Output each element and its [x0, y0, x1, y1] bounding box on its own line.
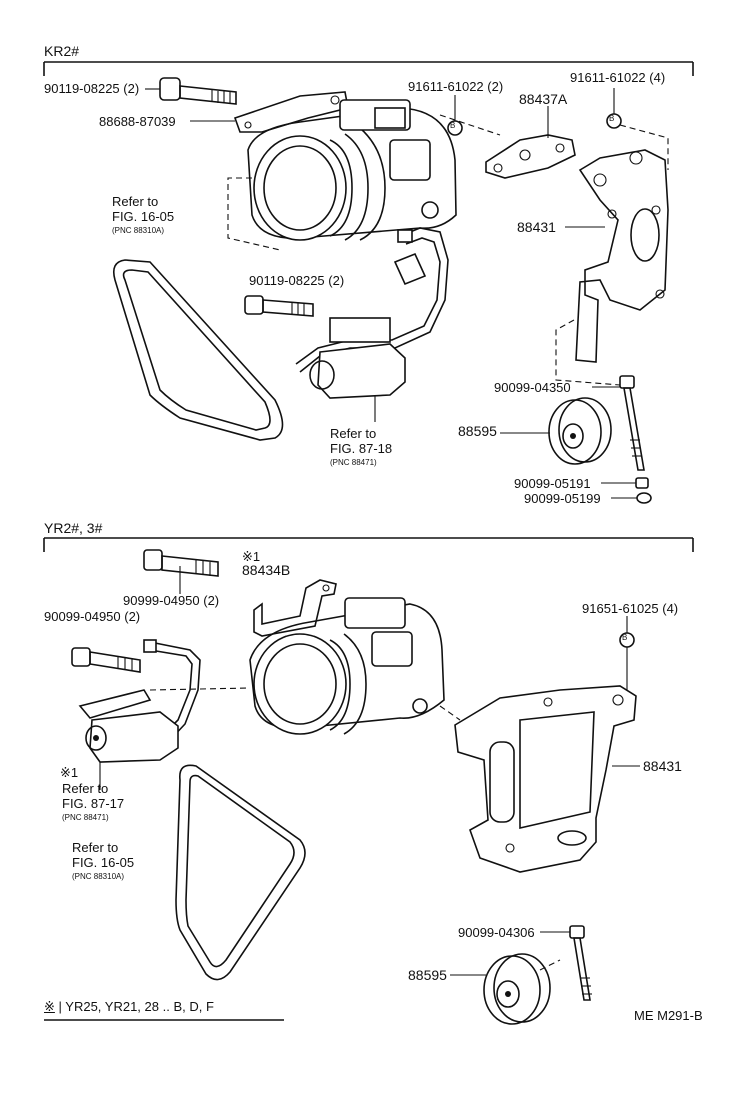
bracket-88688-87039: [233, 91, 349, 133]
idler-pulley-bottom: [483, 953, 551, 1025]
label-bracket-88431-top: 88431: [517, 219, 556, 235]
ref-hose-top: Refer to FIG. 87-18: [330, 426, 393, 456]
figure-code: ME M291-B: [634, 1008, 703, 1023]
bolt-90119-08225-top: [159, 77, 237, 105]
bolt-90099-04950: [71, 647, 141, 673]
b-marker-bottom-letter: B: [622, 633, 628, 642]
ac-hose-top: [295, 227, 449, 422]
asterisk-88434b: ※1: [242, 549, 261, 564]
ref-belt-bottom: Refer to FIG. 16-05: [72, 840, 135, 870]
ac-compressor-bottom: [249, 597, 445, 735]
label-washer-90099-05199: 90099-05199: [524, 491, 601, 506]
label-bolt-90999-04950: 90999-04950 (2): [123, 593, 220, 608]
footnote-underline: [44, 1019, 284, 1021]
pnc-belt-bottom: (PNC 88310A): [72, 872, 125, 881]
label-bracket-88431-bottom: 88431: [643, 758, 682, 774]
footnote-mark: ※: [44, 999, 55, 1014]
label-pulley-88595-top: 88595: [458, 423, 497, 439]
footnote-text: | YR25, YR21, 28 .. B, D, F: [58, 999, 214, 1014]
label-bolt-91611-61022-2: 91611-61022 (2): [408, 79, 504, 94]
b-marker-top-left-letter: B: [450, 121, 456, 130]
label-bracket-88434b: 88434B: [242, 562, 291, 578]
footnote: ※ | YR25, YR21, 28 .. B, D, F: [44, 999, 214, 1014]
bracket-88434b: [253, 579, 337, 637]
washer-90099-05199: [636, 492, 652, 504]
section-header-yr2-3: YR2#, 3#: [44, 520, 103, 536]
drive-belt-bottom: [175, 764, 306, 981]
drive-belt-top: [112, 259, 284, 441]
bracket-88431-top: [575, 149, 669, 363]
label-bolt-90119-08225-middle: 90119-08225 (2): [249, 273, 345, 288]
idler-pulley-top: [548, 397, 612, 465]
label-bracket-88437a: 88437A: [519, 91, 568, 107]
label-pulley-88595-bottom: 88595: [408, 967, 447, 983]
pnc-belt-top: (PNC 88310A): [112, 226, 165, 235]
bolt-90119-08225-middle: [244, 295, 314, 317]
label-bolt-90099-04306: 90099-04306: [458, 925, 535, 940]
label-bracket-88688-87039: 88688-87039: [99, 114, 176, 129]
b-marker-top-right-letter: B: [609, 114, 615, 123]
nut-90099-05191: [635, 477, 649, 489]
label-bolt-90119-08225-top: 90119-08225 (2): [44, 81, 140, 96]
bolt-90999-04950: [143, 549, 219, 577]
label-bolt-91611-61022-4: 91611-61022 (4): [570, 70, 666, 85]
bracket-88437a: [485, 134, 576, 179]
bracket-88431-bottom: [454, 685, 637, 873]
label-bolt-90099-04950: 90099-04950 (2): [44, 609, 141, 624]
asterisk-hose-bottom: ※1: [60, 765, 79, 780]
section-header-kr2: KR2#: [44, 43, 80, 59]
ref-belt-top: Refer to FIG. 16-05: [112, 194, 175, 224]
section-bracket-top: [43, 61, 694, 76]
ref-hose-bottom: Refer to FIG. 87-17: [62, 781, 125, 811]
pnc-hose-bottom: (PNC 88471): [62, 813, 109, 822]
label-bolt-91651-61025: 91651-61025 (4): [582, 601, 679, 616]
label-nut-90099-05191: 90099-05191: [514, 476, 591, 491]
label-bolt-90099-04350: 90099-04350: [494, 380, 571, 395]
ac-hose-bottom: [78, 639, 201, 790]
ac-compressor-top: [247, 99, 457, 241]
section-bracket-bottom: [43, 537, 694, 552]
pnc-hose-top: (PNC 88471): [330, 458, 377, 467]
bolt-90099-04350: [619, 375, 645, 471]
bolt-90099-04306: [569, 925, 592, 1001]
